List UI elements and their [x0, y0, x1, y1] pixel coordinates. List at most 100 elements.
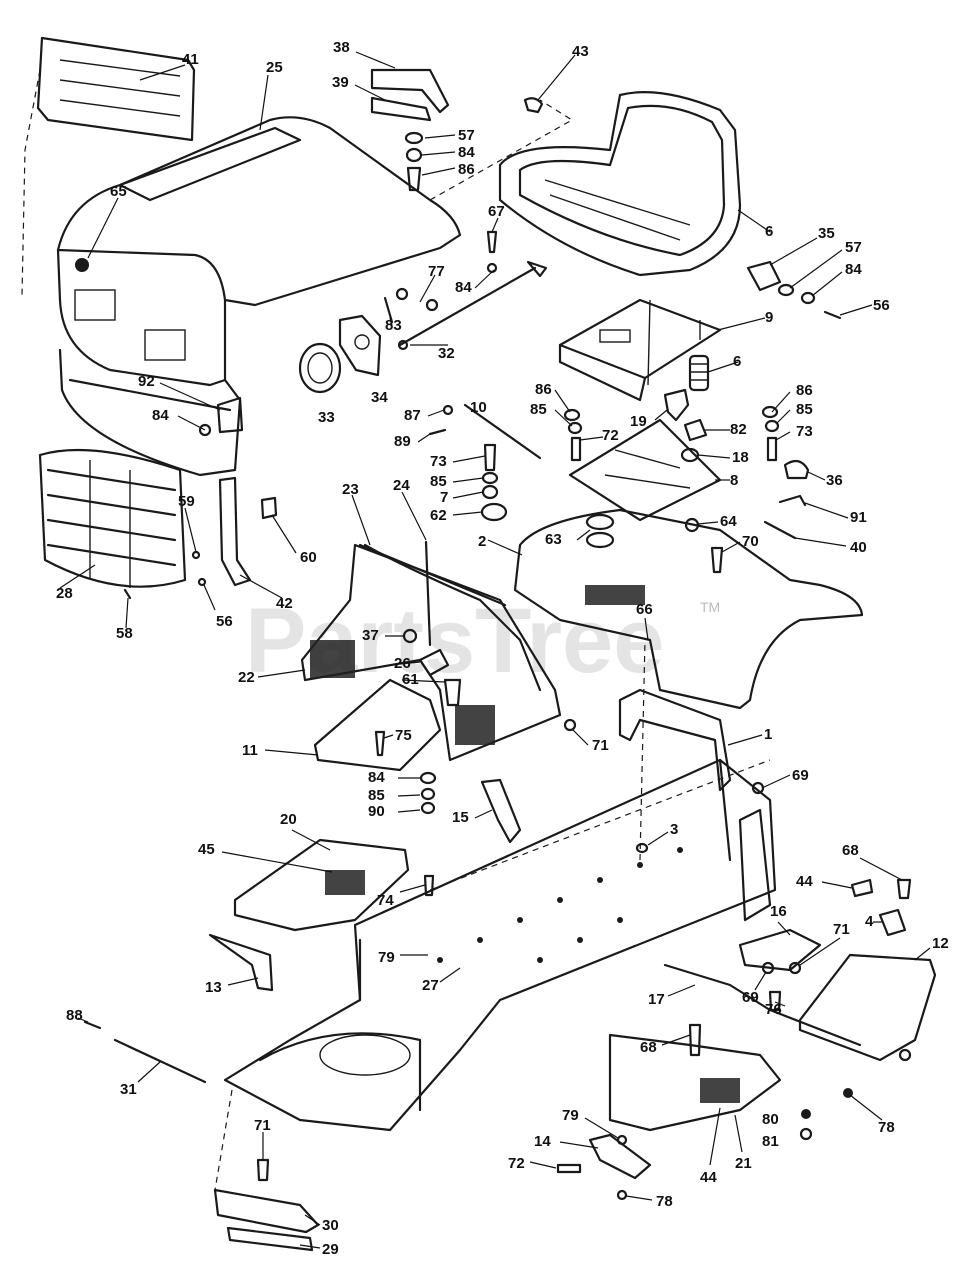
callout-80: 80 — [762, 1111, 779, 1128]
callout-22: 22 — [238, 669, 255, 686]
fasteners-35-57-84-56 — [746, 260, 842, 320]
callout-71: 71 — [592, 737, 609, 754]
callout-70: 70 — [742, 533, 759, 550]
part-27-frame — [223, 639, 777, 1132]
part-6-spring — [688, 354, 710, 392]
part-41-decal — [36, 36, 196, 142]
part-70-bolt — [710, 546, 724, 574]
callout-23: 23 — [342, 481, 359, 498]
callout-67: 67 — [488, 203, 505, 220]
part-32-rod — [397, 260, 548, 351]
callout-34: 34 — [371, 389, 388, 406]
callout-72: 72 — [602, 427, 619, 444]
part-33-cap — [298, 342, 342, 394]
part-2-fender — [513, 508, 864, 710]
callout-84: 84 — [152, 407, 169, 424]
part-19-knob — [663, 388, 690, 422]
callout-7: 7 — [440, 489, 448, 506]
part-67-bolt — [486, 230, 498, 254]
callout-18: 18 — [732, 449, 749, 466]
part-15-bracket — [480, 778, 522, 844]
part-38-39-brackets — [370, 68, 450, 122]
callout-21: 21 — [735, 1155, 752, 1172]
part-25-hood — [21, 69, 574, 477]
callout-32: 32 — [438, 345, 455, 362]
callout-79: 79 — [378, 949, 395, 966]
callout-85: 85 — [368, 787, 385, 804]
callout-68: 68 — [640, 1039, 657, 1056]
callout-56: 56 — [873, 297, 890, 314]
callout-75: 75 — [395, 727, 412, 744]
callout-3: 3 — [670, 821, 678, 838]
part-31-axle — [113, 1038, 207, 1084]
callout-30: 30 — [322, 1217, 339, 1234]
part-9-seat-bracket — [558, 298, 722, 402]
callout-36: 36 — [826, 472, 843, 489]
callout-15: 15 — [452, 809, 469, 826]
callout-85: 85 — [430, 473, 447, 490]
part-26-bracket — [418, 648, 450, 677]
callout-13: 13 — [205, 979, 222, 996]
fasteners-57-84-86 — [404, 131, 424, 192]
part-44-pad — [850, 878, 874, 898]
callout-69: 69 — [792, 767, 809, 784]
callout-31: 31 — [120, 1081, 137, 1098]
fasteners-84-85-90 — [419, 771, 437, 815]
part-82-nut — [683, 418, 708, 442]
callout-labels: 41 25 38 39 43 57 84 86 65 67 6 35 57 84… — [56, 39, 949, 1258]
callout-56: 56 — [216, 613, 233, 630]
callout-42: 42 — [276, 595, 293, 612]
callout-37: 37 — [362, 627, 379, 644]
part-seat — [498, 91, 742, 277]
part-8-bracket — [568, 418, 722, 522]
callout-73: 73 — [796, 423, 813, 440]
callout-44: 44 — [700, 1169, 717, 1186]
callout-69: 69 — [742, 989, 759, 1006]
callout-89: 89 — [394, 433, 411, 450]
callout-86: 86 — [796, 382, 813, 399]
callout-90: 90 — [368, 803, 385, 820]
callout-71: 71 — [254, 1117, 271, 1134]
callout-6: 6 — [733, 353, 741, 370]
callout-57: 57 — [845, 239, 862, 256]
part-12-footrest — [798, 953, 937, 1062]
callout-45: 45 — [198, 841, 215, 858]
part-4-clip — [878, 908, 907, 937]
callout-33: 33 — [318, 409, 335, 426]
callout-12: 12 — [932, 935, 949, 952]
callout-61: 61 — [402, 671, 419, 688]
callout-63: 63 — [545, 531, 562, 548]
callout-16: 16 — [770, 903, 787, 920]
callout-28: 28 — [56, 585, 73, 602]
callout-14: 14 — [534, 1133, 551, 1150]
callout-85: 85 — [530, 401, 547, 418]
part-11-panel — [313, 678, 442, 772]
callout-8: 8 — [730, 472, 738, 489]
part-1-bracket — [618, 688, 732, 792]
part-43-knob — [523, 97, 544, 114]
callout-4: 4 — [865, 913, 874, 930]
fasteners-73-85-7-62 — [480, 443, 508, 522]
callout-25: 25 — [266, 59, 283, 76]
part-23-rod — [363, 543, 542, 692]
callout-41: 41 — [182, 51, 199, 68]
callout-78: 78 — [656, 1193, 673, 1210]
part-3-spacer — [635, 842, 649, 854]
callout-60: 60 — [300, 549, 317, 566]
callout-84: 84 — [458, 144, 475, 161]
callout-27: 27 — [422, 977, 439, 994]
callout-73: 73 — [430, 453, 447, 470]
part-60-clip — [260, 496, 278, 520]
callout-64: 64 — [720, 513, 737, 530]
fasteners-77-83 — [383, 287, 439, 324]
callout-82: 82 — [730, 421, 747, 438]
callout-9: 9 — [765, 309, 773, 326]
callout-17: 17 — [648, 991, 665, 1008]
part-61-bolt — [443, 678, 462, 707]
callout-62: 62 — [430, 507, 447, 524]
leader-lines — [59, 51, 931, 1249]
watermark-tm: TM — [700, 599, 720, 615]
part-13-bracket — [208, 933, 274, 992]
part-16-bracket — [738, 928, 822, 972]
